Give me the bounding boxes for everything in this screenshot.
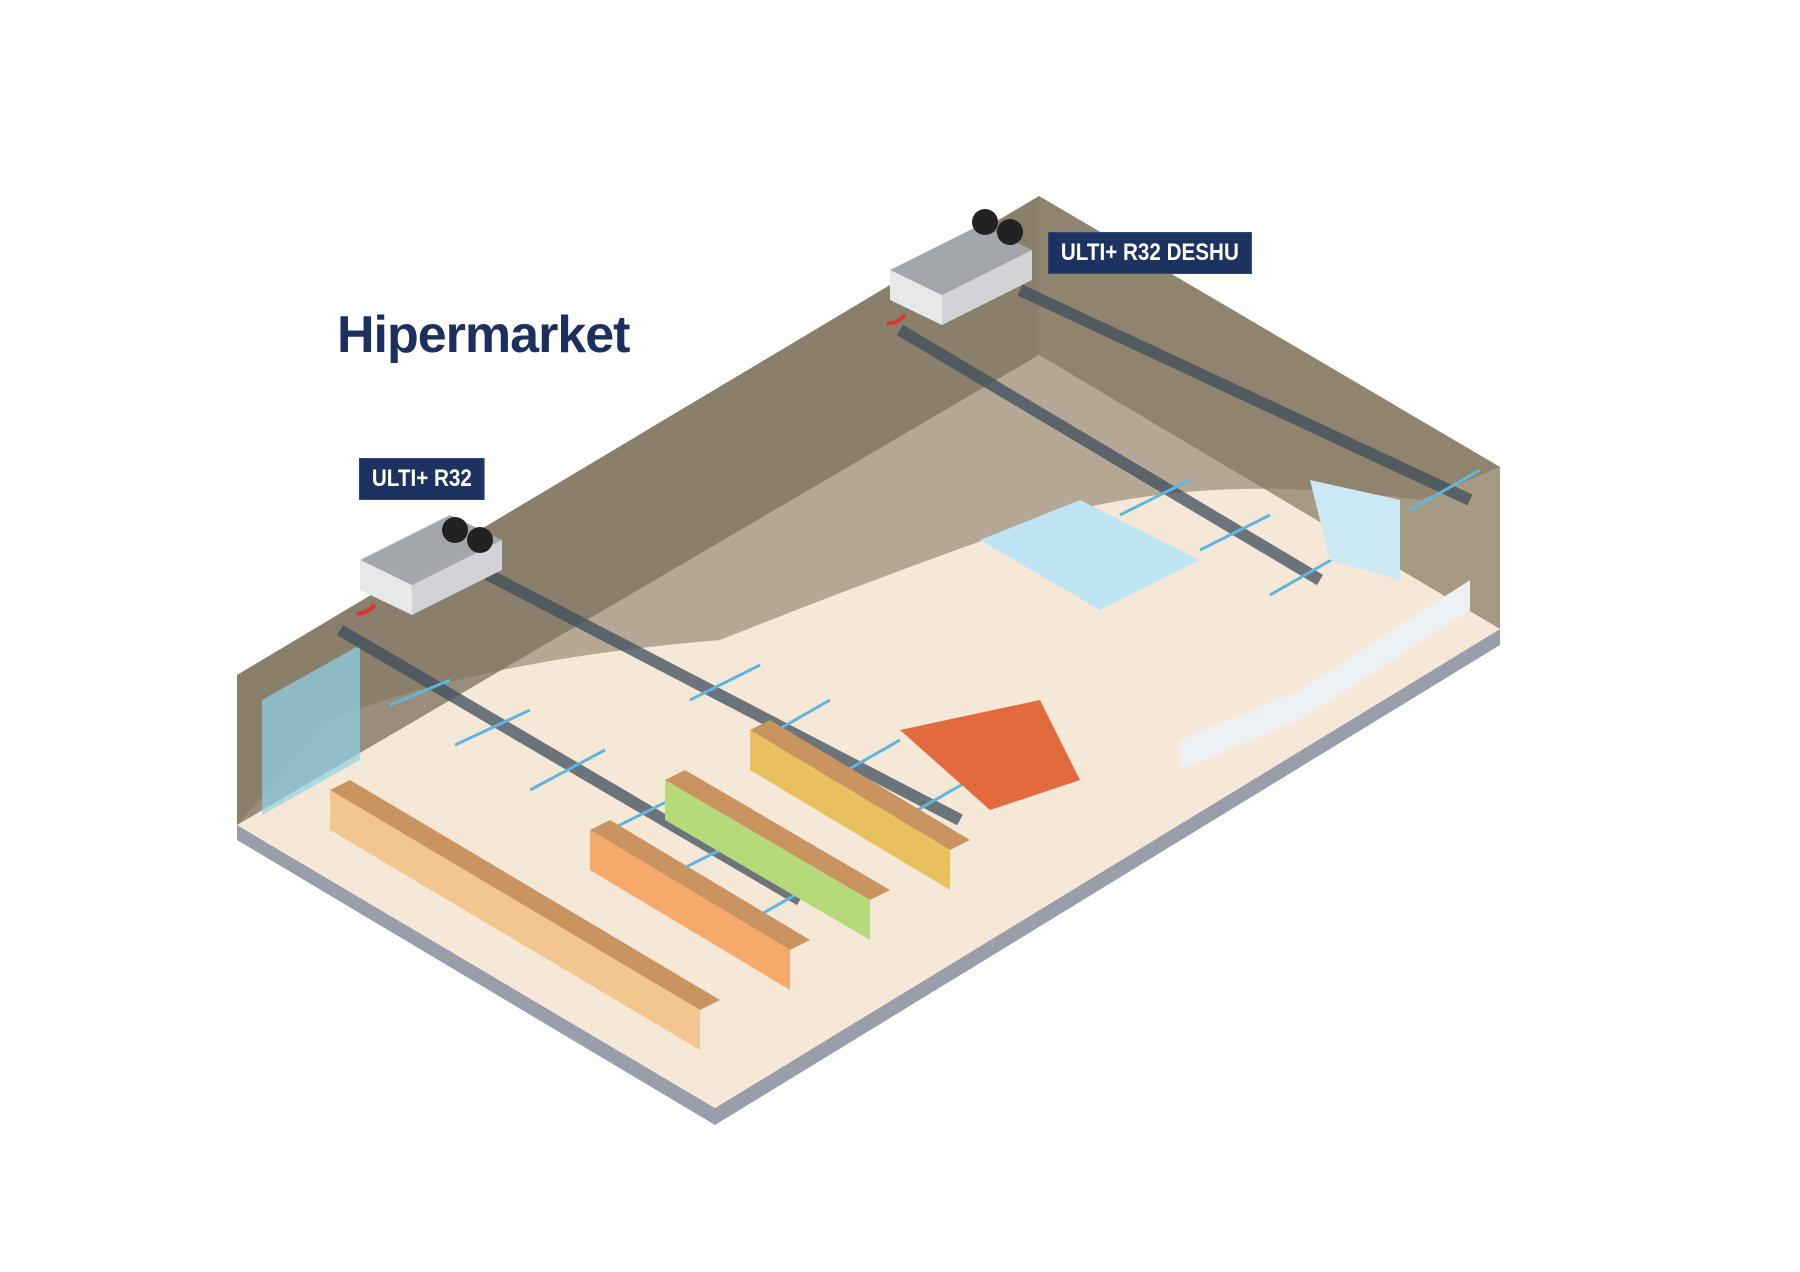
- fan-icon: [972, 209, 998, 235]
- deli-counter: [1180, 580, 1470, 770]
- ac-unit-ulti-r32: [356, 515, 502, 616]
- floor-edge: [237, 629, 1500, 1125]
- fan-icon: [442, 517, 468, 543]
- ducts: [336, 284, 1473, 906]
- airflow-arrow-icon: [886, 313, 907, 326]
- unit-label-ulti-r32-deshu: ULTI+ R32 DESHU: [1048, 232, 1252, 274]
- duct: [896, 324, 1324, 586]
- fridge-cabinet: [1310, 480, 1400, 580]
- duct: [1017, 284, 1473, 506]
- glass-entrance: [262, 645, 360, 815]
- airflow-arrow-icon: [356, 603, 377, 616]
- fan-icon: [467, 527, 493, 553]
- store-shelves: [330, 480, 1470, 1050]
- unit-label-ulti-r32: ULTI+ R32: [359, 458, 485, 500]
- page-title: Hipermarket: [337, 306, 630, 364]
- ceiling-shade: [237, 196, 1500, 825]
- duct: [336, 624, 804, 906]
- ac-unit-ulti-r32-deshu: [886, 209, 1032, 326]
- freezer-case: [980, 500, 1200, 610]
- fan-icon: [997, 219, 1023, 245]
- produce-stand: [900, 700, 1080, 810]
- airflow-arrows: [389, 468, 1481, 917]
